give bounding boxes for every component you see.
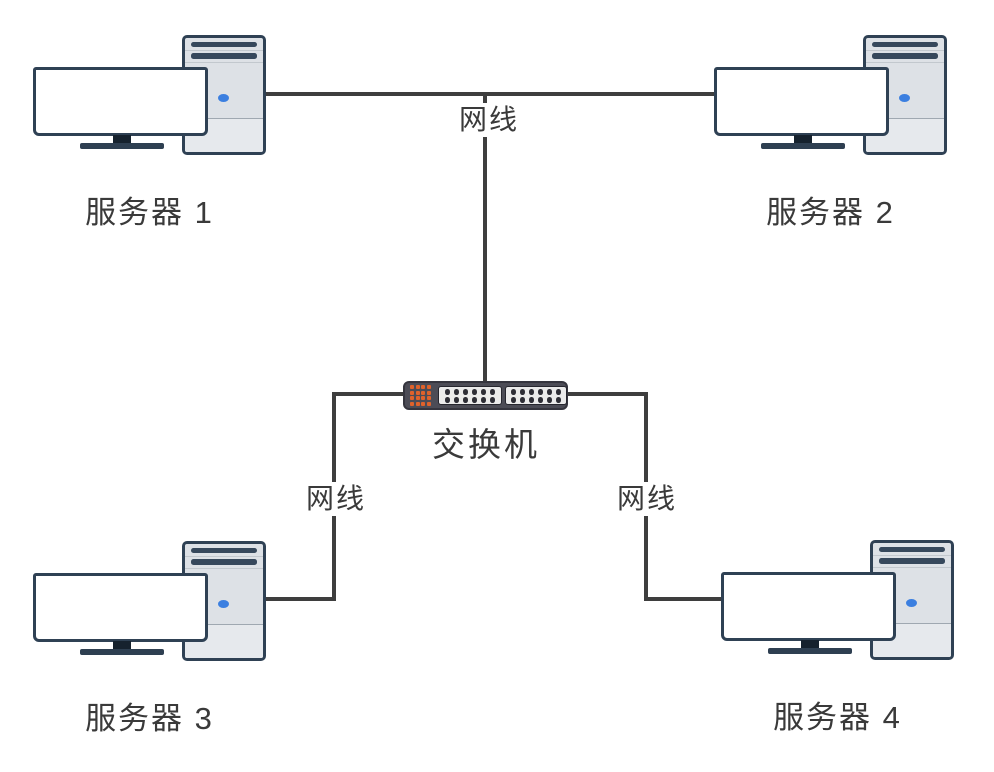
server-label: 服务器 3 <box>85 701 214 736</box>
tower-vent-stripe <box>191 548 257 553</box>
tower-separator <box>185 50 263 51</box>
cable-left-lower-horizontal <box>263 597 336 601</box>
monitor-base <box>768 648 852 654</box>
monitor-icon <box>33 67 208 136</box>
tower-vent-stripe <box>191 559 257 565</box>
tower-separator <box>185 568 263 569</box>
power-led-icon <box>906 599 917 607</box>
tower-vent-stripe <box>191 53 257 59</box>
monitor-base <box>761 143 845 149</box>
switch-led-grid <box>410 385 431 406</box>
power-led-icon <box>899 94 910 102</box>
monitor-base <box>80 143 164 149</box>
tower-vent-stripe <box>872 53 938 59</box>
monitor-stand <box>113 135 131 146</box>
switch-icon <box>403 381 568 410</box>
tower-separator <box>185 556 263 557</box>
monitor-icon <box>721 572 896 641</box>
cable-right-upper-horizontal <box>566 392 648 396</box>
tower-separator <box>873 567 951 568</box>
server-node-3: 服务器 3 <box>33 541 266 736</box>
server-node-1: 服务器 1 <box>33 35 266 230</box>
monitor-icon <box>33 573 208 642</box>
cable-left-upper-horizontal <box>334 392 405 396</box>
monitor-icon <box>714 67 889 136</box>
monitor-base <box>80 649 164 655</box>
tower-vent-stripe <box>191 42 257 47</box>
monitor-stand <box>113 641 131 652</box>
server-node-4: 服务器 4 <box>721 540 954 735</box>
cable-label-top: 网线 <box>445 103 533 137</box>
cable-label-right: 网线 <box>603 482 691 516</box>
tower-separator <box>185 62 263 63</box>
tower-vent-stripe <box>879 547 945 552</box>
power-led-icon <box>218 600 229 608</box>
tower-separator <box>866 50 944 51</box>
cable-top-vertical-to-switch <box>483 94 487 383</box>
cable-top-horizontal <box>263 92 716 96</box>
monitor-stand <box>801 640 819 651</box>
server-label: 服务器 4 <box>773 700 902 735</box>
tower-separator <box>873 555 951 556</box>
switch-port-group-1 <box>438 386 502 405</box>
tower-vent-stripe <box>872 42 938 47</box>
cable-right-lower-horizontal <box>644 597 726 601</box>
power-led-icon <box>218 94 229 102</box>
tower-vent-stripe <box>879 558 945 564</box>
server-label: 服务器 2 <box>766 195 895 230</box>
switch-label: 交换机 <box>432 426 540 463</box>
tower-separator <box>866 62 944 63</box>
monitor-stand <box>794 135 812 146</box>
server-node-2: 服务器 2 <box>714 35 947 230</box>
switch-port-group-2 <box>505 386 567 405</box>
cable-label-left: 网线 <box>292 482 380 516</box>
server-label: 服务器 1 <box>85 195 214 230</box>
